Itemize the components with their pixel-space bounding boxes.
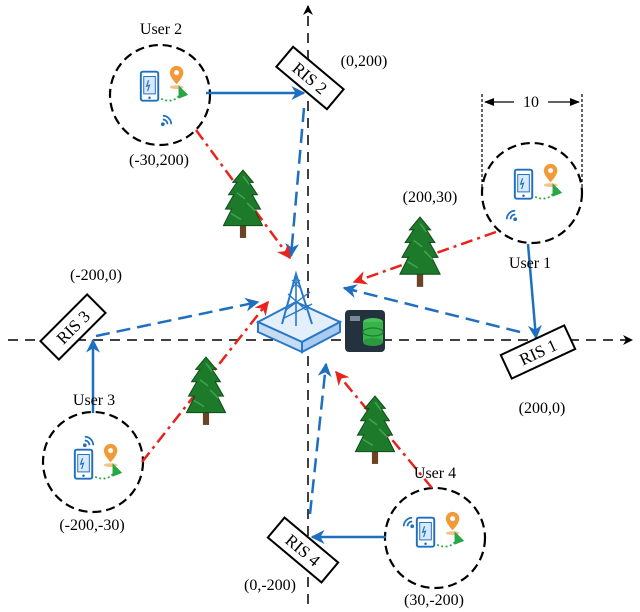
tree-icon <box>399 216 441 288</box>
ris4-panel: RIS 4 <box>266 516 340 584</box>
user2-device-icon <box>139 64 190 102</box>
ris1-panel: RIS 1 <box>499 324 577 380</box>
ris1-coord: (200,0) <box>519 400 566 417</box>
link-user1-ris1 <box>526 243 542 340</box>
link-ris3-bs <box>95 297 260 338</box>
user2-label: User 2 <box>140 21 182 38</box>
dimension-marker: 10 <box>481 92 583 190</box>
wifi-icon <box>160 114 173 127</box>
ris4-coord: (0,-200) <box>244 577 296 594</box>
ris3-coord: (-200,0) <box>70 267 122 284</box>
user3-device-icon <box>73 442 124 480</box>
link-ris2-bs <box>285 107 306 258</box>
tree-icon <box>222 169 264 239</box>
wifi-icon <box>505 209 518 222</box>
user2-coverage-circle <box>108 43 212 147</box>
user4-device-icon <box>415 510 466 548</box>
user4-coord: (30,-200) <box>404 592 464 609</box>
user2-coord: (-30,200) <box>129 152 189 169</box>
dimension-label: 10 <box>523 94 539 111</box>
ris2-coord: (0,200) <box>341 53 388 70</box>
link-ris1-bs <box>342 284 521 334</box>
base-station-tower-icon <box>255 270 343 354</box>
user1-coverage-circle <box>480 141 584 245</box>
ris2-panel: RIS 2 <box>274 45 346 111</box>
link-ris4-bs <box>308 362 332 515</box>
user4-label: User 4 <box>414 465 456 482</box>
ris3-panel: RIS 3 <box>39 293 107 361</box>
user3-label: User 3 <box>73 392 115 409</box>
user1-coord: (200,30) <box>403 189 458 206</box>
tree-icon <box>185 356 227 426</box>
user3-coord: (-200,-30) <box>59 517 124 534</box>
wifi-icon <box>402 516 415 529</box>
user1-label: User 1 <box>509 255 551 272</box>
user1-device-icon <box>513 162 564 200</box>
wifi-icon <box>82 435 95 448</box>
tree-icon <box>354 395 396 465</box>
server-icon <box>345 310 385 352</box>
